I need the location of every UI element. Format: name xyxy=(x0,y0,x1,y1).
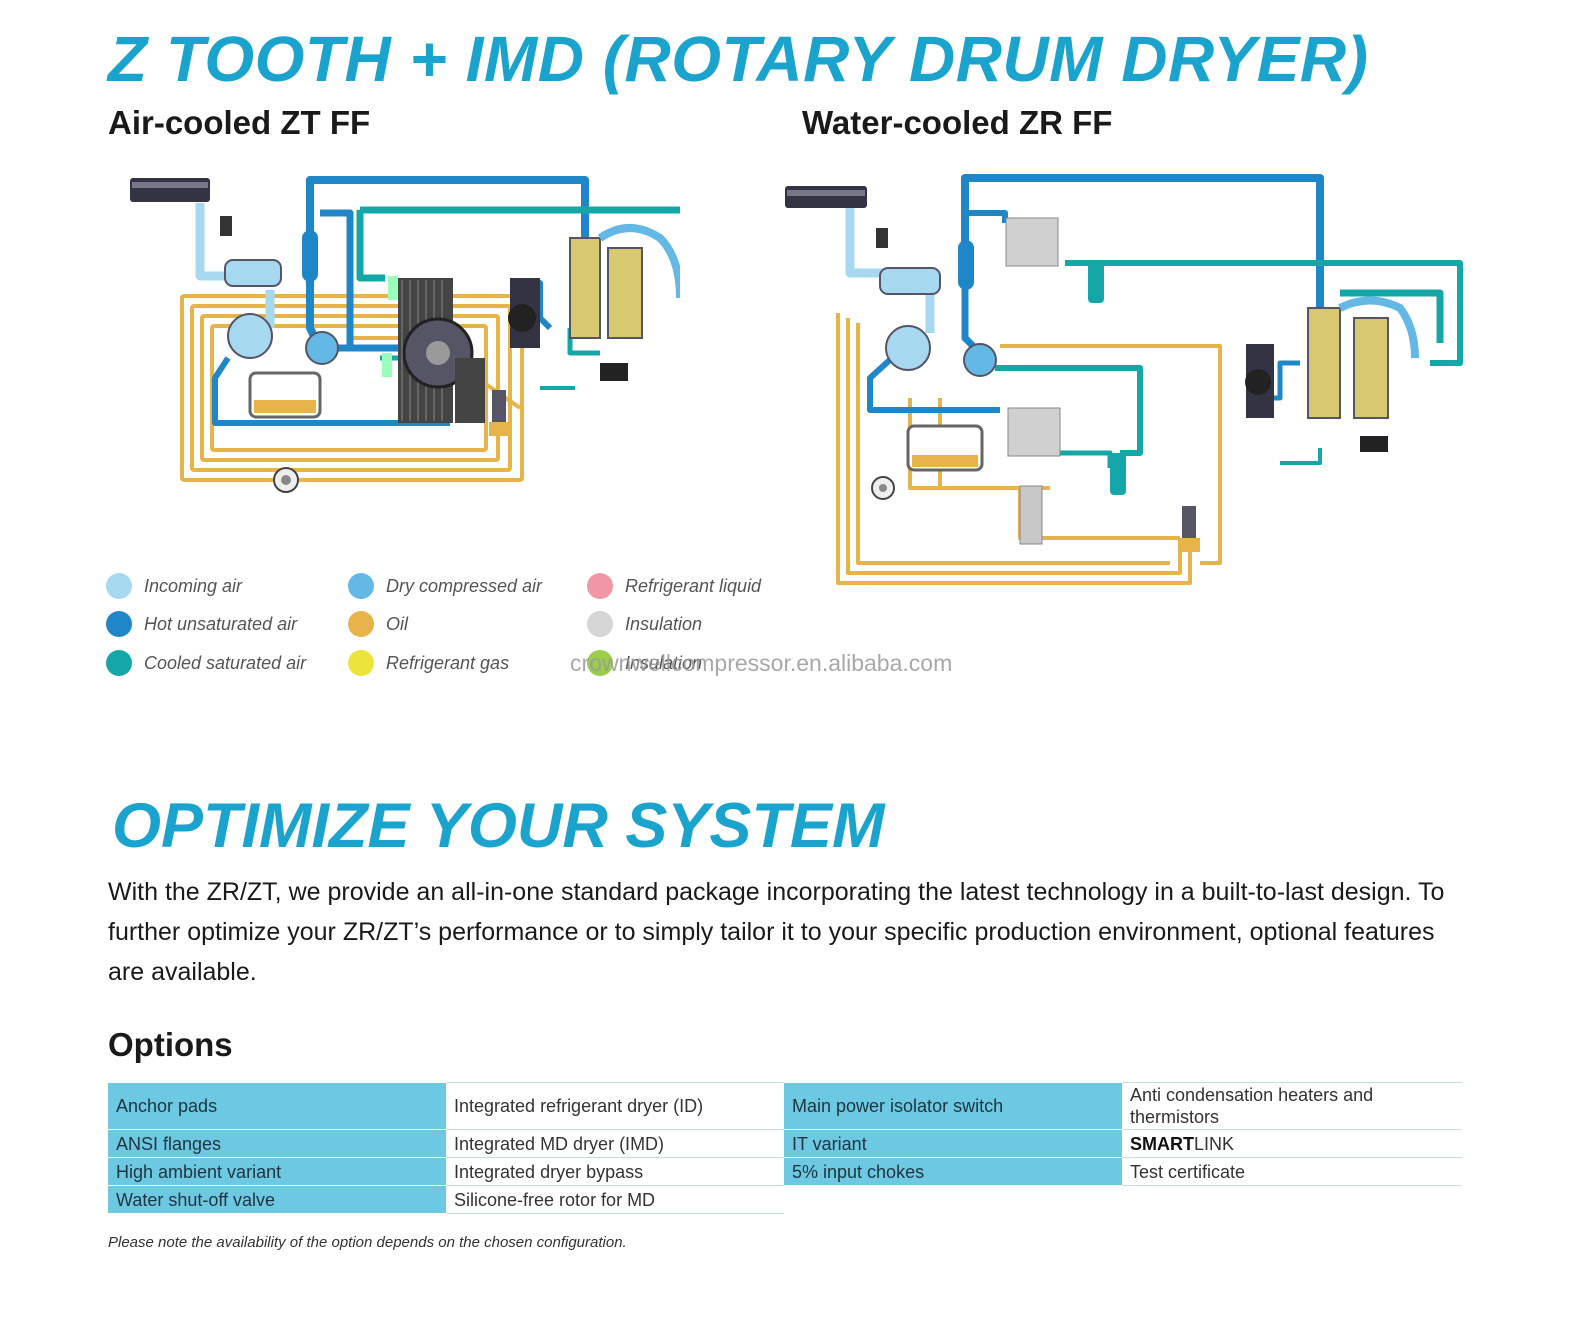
legend-item: Refrigerant liquid xyxy=(587,571,761,601)
legend-item: Dry compressed air xyxy=(348,571,542,601)
options-column-3: Main power isolator switch IT variant 5%… xyxy=(784,1082,1122,1186)
legend-dot xyxy=(587,650,613,676)
options-column-1: Anchor pads ANSI flanges High ambient va… xyxy=(108,1082,446,1214)
intro-paragraph: With the ZR/ZT, we provide an all-in-one… xyxy=(108,878,1445,986)
option-cell: Main power isolator switch xyxy=(784,1082,1122,1130)
legend-label: Incoming air xyxy=(144,575,243,596)
option-cell: IT variant xyxy=(784,1129,1122,1158)
options-title: Options xyxy=(108,1026,233,1063)
option-cell: Silicone-free rotor for MD xyxy=(446,1185,784,1214)
option-cell: ANSI flanges xyxy=(108,1129,446,1158)
watermark: crownwellcompressor.en.alibaba.com xyxy=(570,650,953,676)
option-cell: High ambient variant xyxy=(108,1157,446,1186)
legend-dot xyxy=(587,573,613,599)
legend-dot xyxy=(106,611,132,637)
option-cell: Anchor pads xyxy=(108,1082,446,1130)
legend-item: Insulation xyxy=(587,609,702,639)
legend-dot xyxy=(106,573,132,599)
smartlink-rest: LINK xyxy=(1194,1133,1235,1154)
section-title: OPTIMIZE YOUR SYSTEM xyxy=(112,791,885,861)
legend: Incoming air Hot unsaturated air Cooled … xyxy=(106,570,806,690)
legend-label: Insulation xyxy=(625,652,703,673)
options-column-4: Anti condensation heaters and thermistor… xyxy=(1122,1082,1462,1186)
diagram-title-air-cooled: Air-cooled ZT FF xyxy=(108,104,371,141)
legend-label: Cooled saturated air xyxy=(144,652,307,673)
legend-label: Hot unsaturated air xyxy=(144,613,298,634)
legend-item: Refrigerant gas xyxy=(348,648,509,678)
diagram-title-water-cooled: Water-cooled ZR FF xyxy=(802,104,1113,141)
legend-label: Refrigerant liquid xyxy=(625,575,762,596)
legend-dot xyxy=(348,650,374,676)
legend-dot xyxy=(587,611,613,637)
option-cell: Test certificate xyxy=(1122,1157,1462,1186)
option-cell: Integrated MD dryer (IMD) xyxy=(446,1129,784,1158)
legend-dot xyxy=(348,611,374,637)
option-cell: Integrated dryer bypass xyxy=(446,1157,784,1186)
legend-item: Cooled saturated air xyxy=(106,648,306,678)
smartlink-bold: SMART xyxy=(1130,1133,1194,1154)
legend-dot xyxy=(348,573,374,599)
legend-item: Hot unsaturated air xyxy=(106,609,297,639)
legend-label: Oil xyxy=(386,613,408,634)
legend-label: Insulation xyxy=(625,613,703,634)
legend-dot xyxy=(106,650,132,676)
options-column-2: Integrated refrigerant dryer (ID) Integr… xyxy=(446,1082,784,1214)
option-cell: Anti condensation heaters and thermistor… xyxy=(1122,1082,1462,1130)
water-cooled-flow-diagram xyxy=(785,174,1463,585)
option-cell: Integrated refrigerant dryer (ID) xyxy=(446,1082,784,1130)
legend-item: Incoming air xyxy=(106,571,242,601)
option-cell: 5% input chokes xyxy=(784,1157,1122,1186)
page-title: Z TOOTH + IMD (ROTARY DRUM DRYER) xyxy=(108,23,1369,95)
legend-label: Refrigerant gas xyxy=(386,652,510,673)
legend-item: Insulation xyxy=(587,648,702,678)
legend-label: Dry compressed air xyxy=(386,575,543,596)
option-cell: Water shut-off valve xyxy=(108,1185,446,1214)
availability-note: Please note the availability of the opti… xyxy=(108,1234,627,1251)
legend-item: Oil xyxy=(348,609,408,639)
air-cooled-flow-diagram xyxy=(130,176,680,493)
